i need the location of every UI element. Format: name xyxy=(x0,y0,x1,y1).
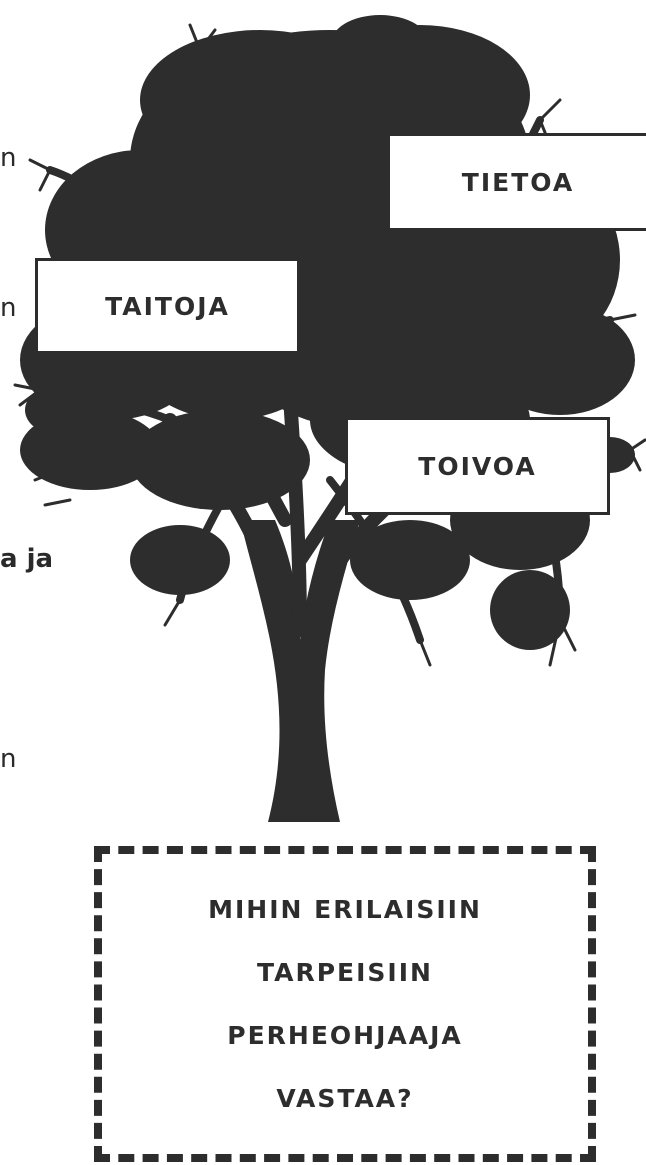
clipped-text-fragment: n xyxy=(0,293,17,323)
label-taitoja: TAITOJA xyxy=(35,258,300,354)
label-tietoa: TIETOA xyxy=(387,133,646,231)
question-line: MIHIN ERILAISIIN xyxy=(208,895,482,924)
label-tietoa-text: TIETOA xyxy=(461,167,575,197)
clipped-text-fragment: a ja xyxy=(0,544,54,574)
question-line: PERHEOHJAAJA xyxy=(227,1021,463,1050)
label-taitoja-text: TAITOJA xyxy=(105,291,230,321)
clipped-text-fragment: n xyxy=(0,744,17,774)
question-line: TARPEISIIN xyxy=(257,958,433,987)
question-box: MIHIN ERILAISIIN TARPEISIIN PERHEOHJAAJA… xyxy=(94,846,596,1162)
question-line: VASTAA? xyxy=(276,1084,414,1113)
label-toivoa-text: TOIVOA xyxy=(418,451,537,481)
clipped-text-fragment: n xyxy=(0,143,17,173)
label-toivoa: TOIVOA xyxy=(345,417,610,515)
